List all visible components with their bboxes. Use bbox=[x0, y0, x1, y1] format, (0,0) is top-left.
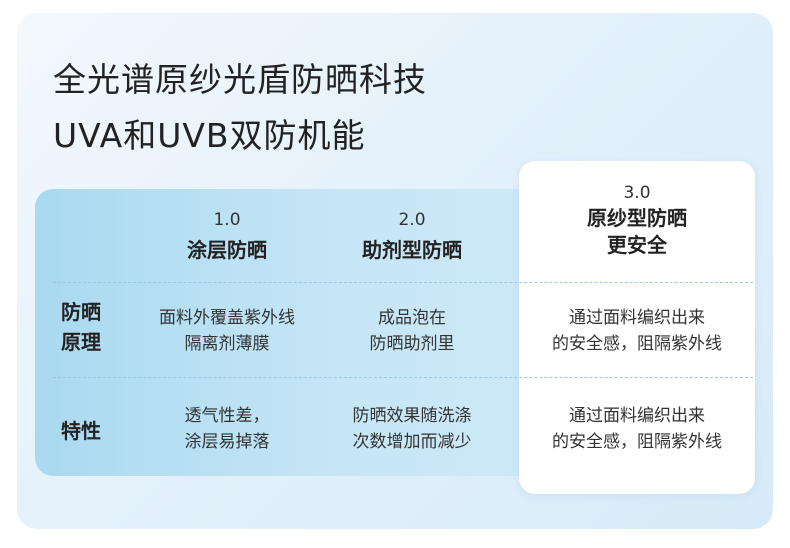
cell-line-2: 涂层易掉落 bbox=[184, 432, 270, 452]
column-name-line-1: 原纱型防晒 bbox=[587, 206, 687, 230]
cell-line-2: 的安全感，阻隔紫外线 bbox=[552, 334, 722, 354]
column-name: 原纱型防晒 更安全 bbox=[519, 205, 755, 259]
table-cell: 透气性差， 涂层易掉落 bbox=[132, 403, 322, 455]
table-cell: 通过面料编织出来 的安全感，阻隔紫外线 bbox=[519, 403, 755, 455]
cell-line-2: 防晒助剂里 bbox=[369, 334, 455, 354]
column-name-line-2: 更安全 bbox=[607, 233, 667, 257]
row-divider bbox=[53, 377, 753, 378]
row-label-line-1: 防晒 bbox=[61, 300, 101, 324]
cell-line-1: 成品泡在 bbox=[378, 308, 446, 328]
cell-line-1: 通过面料编织出来 bbox=[569, 406, 705, 426]
table-cell: 防晒效果随洗涤 次数增加而减少 bbox=[317, 403, 507, 455]
cell-line-2: 的安全感，阻隔紫外线 bbox=[552, 432, 722, 452]
column-version: 3.0 bbox=[623, 183, 651, 203]
cell-line-1: 通过面料编织出来 bbox=[569, 308, 705, 328]
row-label-line-2: 原理 bbox=[61, 330, 101, 354]
row-label-principle: 防晒 原理 bbox=[51, 297, 111, 357]
row-divider bbox=[53, 282, 753, 283]
column-name: 助剂型防晒 bbox=[362, 238, 462, 262]
table-cell: 成品泡在 防晒助剂里 bbox=[317, 305, 507, 357]
column-header-v3: 3.0 原纱型防晒 更安全 bbox=[519, 183, 755, 259]
column-name: 涂层防晒 bbox=[187, 238, 267, 262]
cell-line-1: 面料外覆盖紫外线 bbox=[159, 308, 295, 328]
cell-line-1: 透气性差， bbox=[184, 406, 270, 426]
table-cell: 通过面料编织出来 的安全感，阻隔紫外线 bbox=[519, 305, 755, 357]
column-header-v2: 2.0 助剂型防晒 bbox=[332, 210, 492, 263]
row-label-features: 特性 bbox=[61, 419, 101, 443]
column-version: 2.0 bbox=[398, 210, 426, 230]
cell-line-2: 次数增加而减少 bbox=[352, 432, 472, 452]
headline-line-2: UVA和UVB双防机能 bbox=[53, 116, 366, 155]
comparison-table-background bbox=[35, 189, 595, 476]
cell-line-1: 防晒效果随洗涤 bbox=[352, 406, 472, 426]
headline-line-1: 全光谱原纱光盾防晒科技 bbox=[53, 60, 427, 99]
column-version: 1.0 bbox=[213, 210, 241, 230]
highlight-column-v3 bbox=[519, 161, 755, 494]
column-header-v1: 1.0 涂层防晒 bbox=[147, 210, 307, 263]
comparison-card: 全光谱原纱光盾防晒科技 UVA和UVB双防机能 1.0 涂层防晒 2.0 助剂型… bbox=[17, 13, 773, 529]
cell-line-2: 隔离剂薄膜 bbox=[184, 334, 270, 354]
table-cell: 面料外覆盖紫外线 隔离剂薄膜 bbox=[132, 305, 322, 357]
